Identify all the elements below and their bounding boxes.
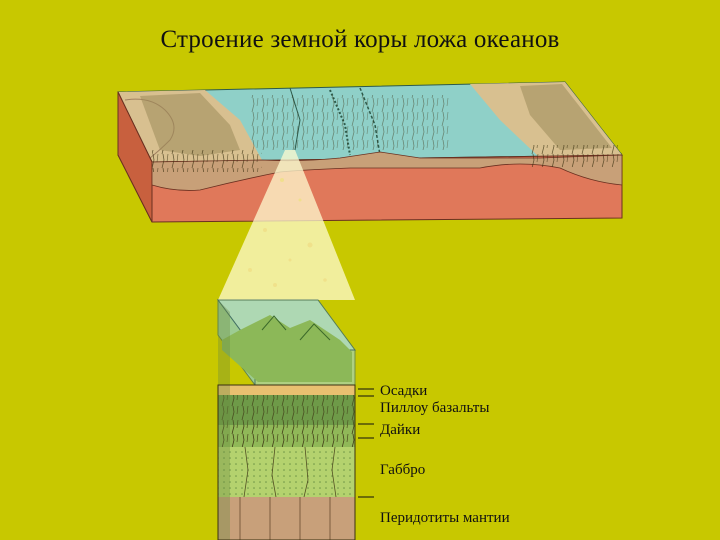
layer-label-pillow-basalts: Пиллоу базальты — [380, 400, 489, 417]
section-block — [218, 300, 374, 540]
layer-label-dikes: Дайки — [380, 422, 420, 439]
crust-block — [118, 82, 622, 222]
layer-label-gabbro: Габбро — [380, 462, 425, 479]
layer-label-peridotite: Перидотиты мантии — [380, 510, 510, 527]
layer-label-sediments: Осадки — [380, 383, 427, 400]
peridotite-layer — [218, 497, 355, 540]
sediment-layer — [218, 385, 355, 395]
